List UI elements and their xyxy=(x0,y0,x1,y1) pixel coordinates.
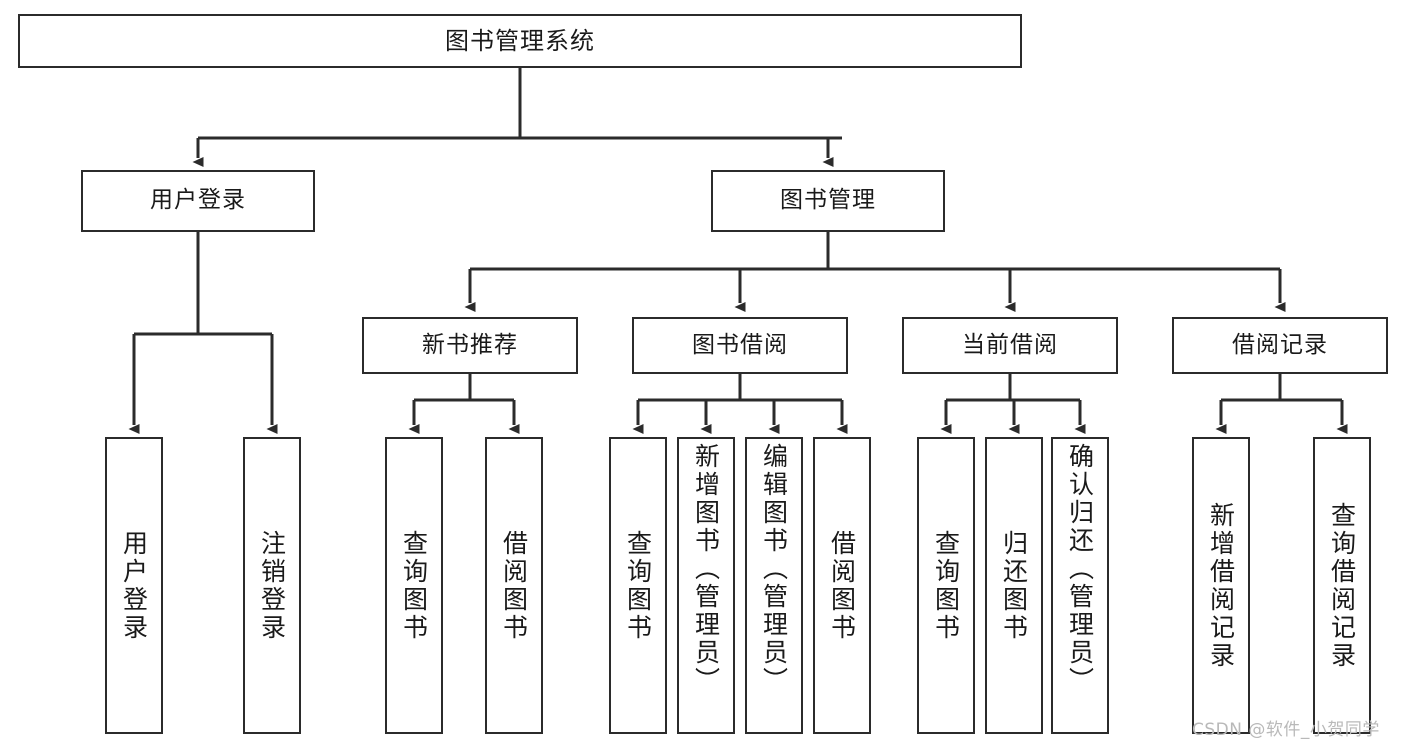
node-borrow-record-label: 借阅记录 xyxy=(1232,331,1328,358)
leaf-borrow-book-1-label: 借阅图书 xyxy=(499,529,529,642)
node-current-borrow-label: 当前借阅 xyxy=(962,331,1058,358)
node-user-login[interactable]: 用户登录 xyxy=(81,170,315,232)
leaf-add-record-label: 新增借阅记录 xyxy=(1206,501,1236,670)
leaf-add-record[interactable]: 新增借阅记录 xyxy=(1192,437,1250,734)
leaf-logout-login[interactable]: 注销登录 xyxy=(243,437,301,734)
leaf-return-book[interactable]: 归还图书 xyxy=(985,437,1043,734)
node-root[interactable]: 图书管理系统 xyxy=(18,14,1022,68)
leaf-query-book-2[interactable]: 查询图书 xyxy=(609,437,667,734)
leaf-logout-login-label: 注销登录 xyxy=(257,529,287,642)
leaf-query-book-3-label: 查询图书 xyxy=(931,529,961,642)
leaf-add-book[interactable]: 新增图书（管理员） xyxy=(677,437,735,734)
node-user-login-label: 用户登录 xyxy=(150,187,246,214)
node-borrow-record[interactable]: 借阅记录 xyxy=(1172,317,1388,374)
leaf-return-book-label: 归还图书 xyxy=(999,529,1029,642)
leaf-edit-book[interactable]: 编辑图书（管理员） xyxy=(745,437,803,734)
leaf-add-book-label: 新增图书（管理员） xyxy=(691,443,721,695)
node-current-borrow[interactable]: 当前借阅 xyxy=(902,317,1118,374)
node-new-book-recommend-label: 新书推荐 xyxy=(422,331,518,358)
leaf-borrow-book-2[interactable]: 借阅图书 xyxy=(813,437,871,734)
leaf-borrow-book-2-label: 借阅图书 xyxy=(827,529,857,642)
leaf-user-login[interactable]: 用户登录 xyxy=(105,437,163,734)
leaf-confirm-return[interactable]: 确认归还（管理员） xyxy=(1051,437,1109,734)
node-book-borrow[interactable]: 图书借阅 xyxy=(632,317,848,374)
leaf-confirm-return-label: 确认归还（管理员） xyxy=(1065,443,1095,695)
leaf-query-record[interactable]: 查询借阅记录 xyxy=(1313,437,1371,734)
node-book-manage-label: 图书管理 xyxy=(780,187,876,214)
leaf-edit-book-label: 编辑图书（管理员） xyxy=(759,443,789,695)
leaf-query-book-1[interactable]: 查询图书 xyxy=(385,437,443,734)
node-book-borrow-label: 图书借阅 xyxy=(692,331,788,358)
node-root-label: 图书管理系统 xyxy=(445,26,595,55)
watermark-text: CSDN @软件_小贺同学 xyxy=(1192,720,1380,740)
node-book-manage[interactable]: 图书管理 xyxy=(711,170,945,232)
leaf-query-book-1-label: 查询图书 xyxy=(399,529,429,642)
leaf-query-record-label: 查询借阅记录 xyxy=(1327,501,1357,670)
node-new-book-recommend[interactable]: 新书推荐 xyxy=(362,317,578,374)
leaf-query-book-3[interactable]: 查询图书 xyxy=(917,437,975,734)
leaf-user-login-label: 用户登录 xyxy=(119,529,149,642)
leaf-borrow-book-1[interactable]: 借阅图书 xyxy=(485,437,543,734)
leaf-query-book-2-label: 查询图书 xyxy=(623,529,653,642)
